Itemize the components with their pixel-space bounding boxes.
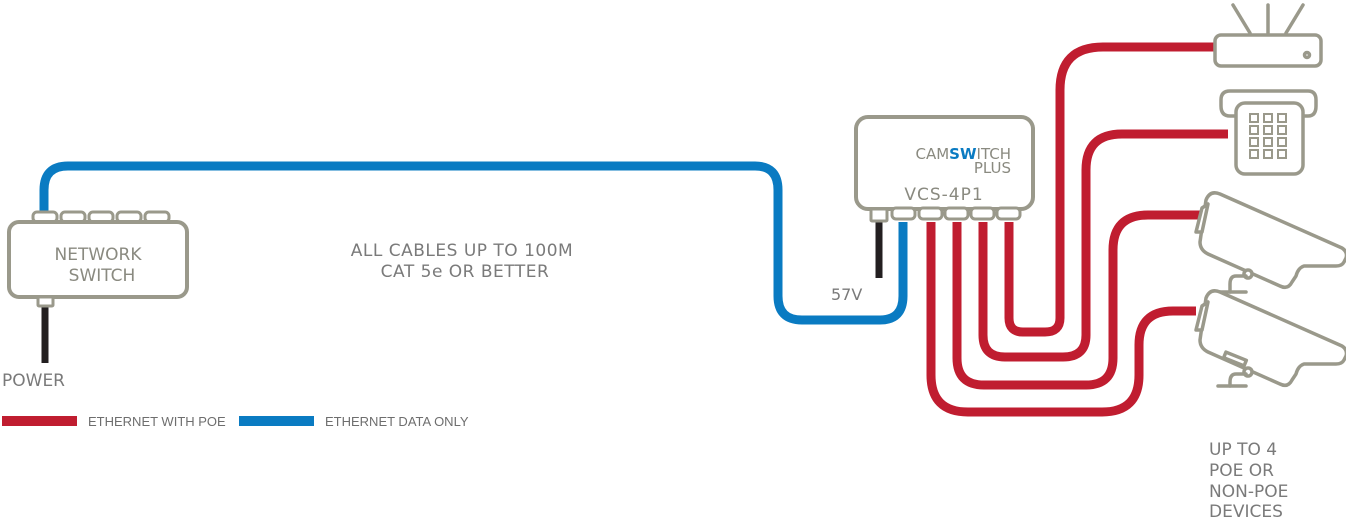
cable-note-line1: ALL CABLES UP TO 100M — [351, 241, 573, 261]
camswitch-poe-port — [943, 206, 970, 221]
legend-swatch-poe — [2, 416, 77, 426]
camswitch-poe-port — [969, 206, 996, 221]
network-switch-label-line1: NETWORK — [55, 245, 143, 265]
camswitch-uplink-port — [890, 206, 917, 221]
legend-swatch-data — [239, 416, 314, 426]
camswitch-brand: CAMSWITCH — [915, 145, 1011, 163]
brand-highlight: SW — [949, 145, 977, 163]
phone-keypad — [1249, 113, 1287, 159]
cable-note-line2: CAT 5e OR BETTER — [381, 262, 550, 282]
network-switch-label-line2: SWITCH — [69, 266, 136, 286]
ip-camera-icon — [1194, 289, 1346, 388]
devices-note-line4: DEVICES — [1209, 502, 1283, 518]
camswitch-poe-port — [995, 206, 1022, 221]
camswitch-model: VCS-4P1 — [904, 185, 983, 205]
poe-cable-router — [1004, 42, 1215, 337]
devices-note-line2: POE OR — [1209, 461, 1274, 481]
poe-cable-phone — [978, 129, 1228, 362]
camswitch-brand-line2: PLUS — [974, 159, 1011, 177]
camswitch-poe-port — [917, 206, 944, 221]
devices-note-line1: UP TO 4 — [1209, 440, 1277, 460]
camswitch-power-label: 57V — [831, 285, 862, 304]
legend-label-poe: ETHERNET WITH POE — [88, 414, 226, 429]
legend-label-data: ETHERNET DATA ONLY — [325, 414, 469, 429]
poe-cable-camera-2 — [926, 222, 1196, 417]
power-port — [36, 295, 55, 308]
camswitch-device: CAMSWITCH PLUS VCS-4P1 — [854, 115, 1035, 223]
wireless-router-icon — [1213, 3, 1323, 68]
legend: ETHERNET WITH POE ETHERNET DATA ONLY — [2, 414, 469, 429]
network-switch-body — [7, 220, 189, 299]
ethernet-data-cable — [39, 161, 908, 325]
poe-cable-camera-1 — [952, 210, 1200, 390]
brand-prefix: CAM — [915, 145, 949, 163]
brand-suffix: ITCH — [977, 145, 1011, 163]
devices-note-line3: NON-POE — [1209, 482, 1288, 502]
ip-camera-icon — [1194, 191, 1346, 294]
ip-phone-icon — [1219, 89, 1318, 176]
camswitch-power-port — [869, 207, 889, 223]
power-label: POWER — [2, 371, 65, 391]
network-switch: NETWORK SWITCH — [7, 210, 189, 308]
